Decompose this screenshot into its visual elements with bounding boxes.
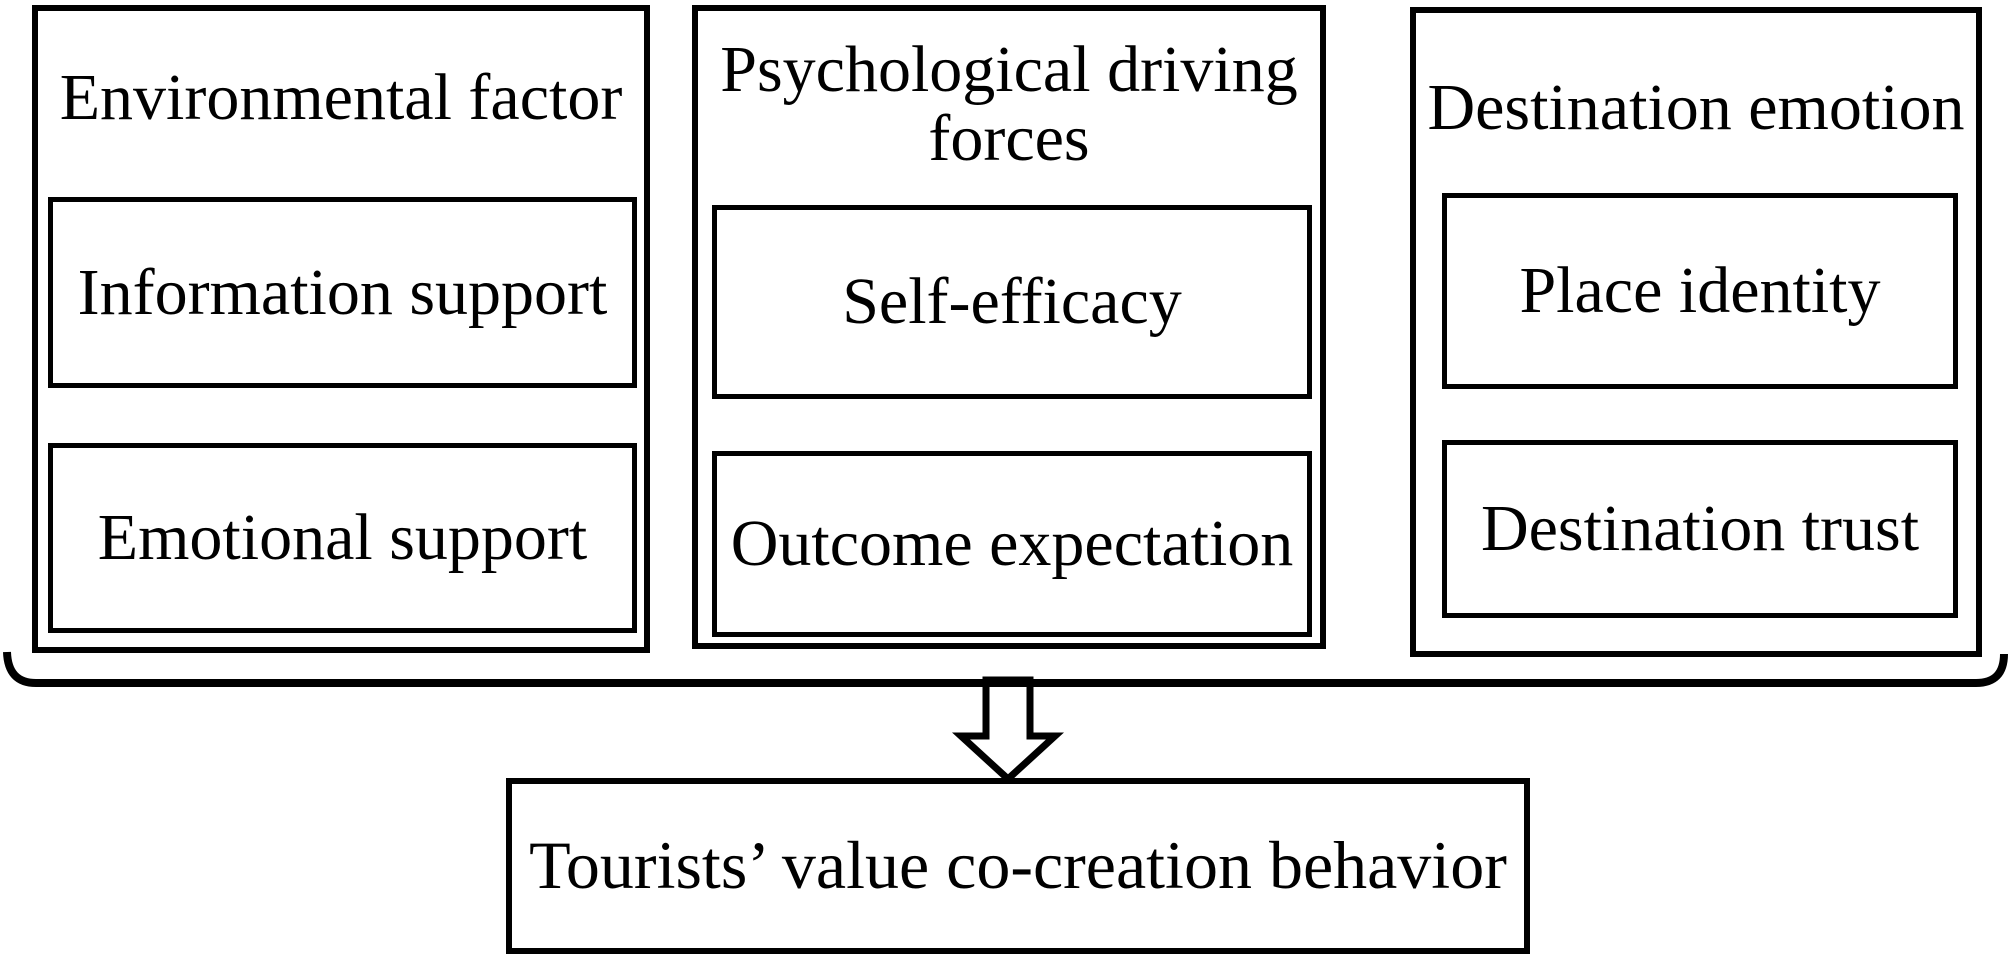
sub-box-label: Outcome expectation [730, 507, 1294, 581]
sub-box-label: Destination trust [1480, 492, 1920, 566]
place-identity-box: Place identity [1442, 193, 1958, 389]
group-title: Destination emotion [1427, 71, 1965, 144]
sub-box-label: Emotional support [97, 501, 588, 575]
outcome-expectation-box: Outcome expectation [712, 451, 1312, 637]
group-title: Environmental factor [59, 61, 623, 134]
destination-emotion-group-box: Destination emotion Place identity Desti… [1410, 7, 1982, 657]
down-arrow-icon [951, 676, 1065, 784]
environmental-factor-group-box: Environmental factor Information support… [32, 5, 650, 653]
sub-box-label: Place identity [1519, 254, 1881, 328]
sub-box-label: Self-efficacy [842, 265, 1182, 339]
self-efficacy-box: Self-efficacy [712, 205, 1312, 399]
destination-trust-box: Destination trust [1442, 440, 1958, 618]
psychological-driving-forces-group-box: Psychological driving forces Self-effica… [692, 5, 1326, 649]
emotional-support-box: Emotional support [48, 443, 637, 633]
outcome-label: Tourists’ value co-creation behavior [529, 827, 1507, 904]
group-title: Psychological driving forces [720, 33, 1298, 175]
sub-box-label: Information support [77, 255, 608, 329]
information-support-box: Information support [48, 197, 637, 388]
tourists-value-co-creation-behavior-box: Tourists’ value co-creation behavior [506, 778, 1530, 954]
bracket-connector [3, 651, 2008, 687]
